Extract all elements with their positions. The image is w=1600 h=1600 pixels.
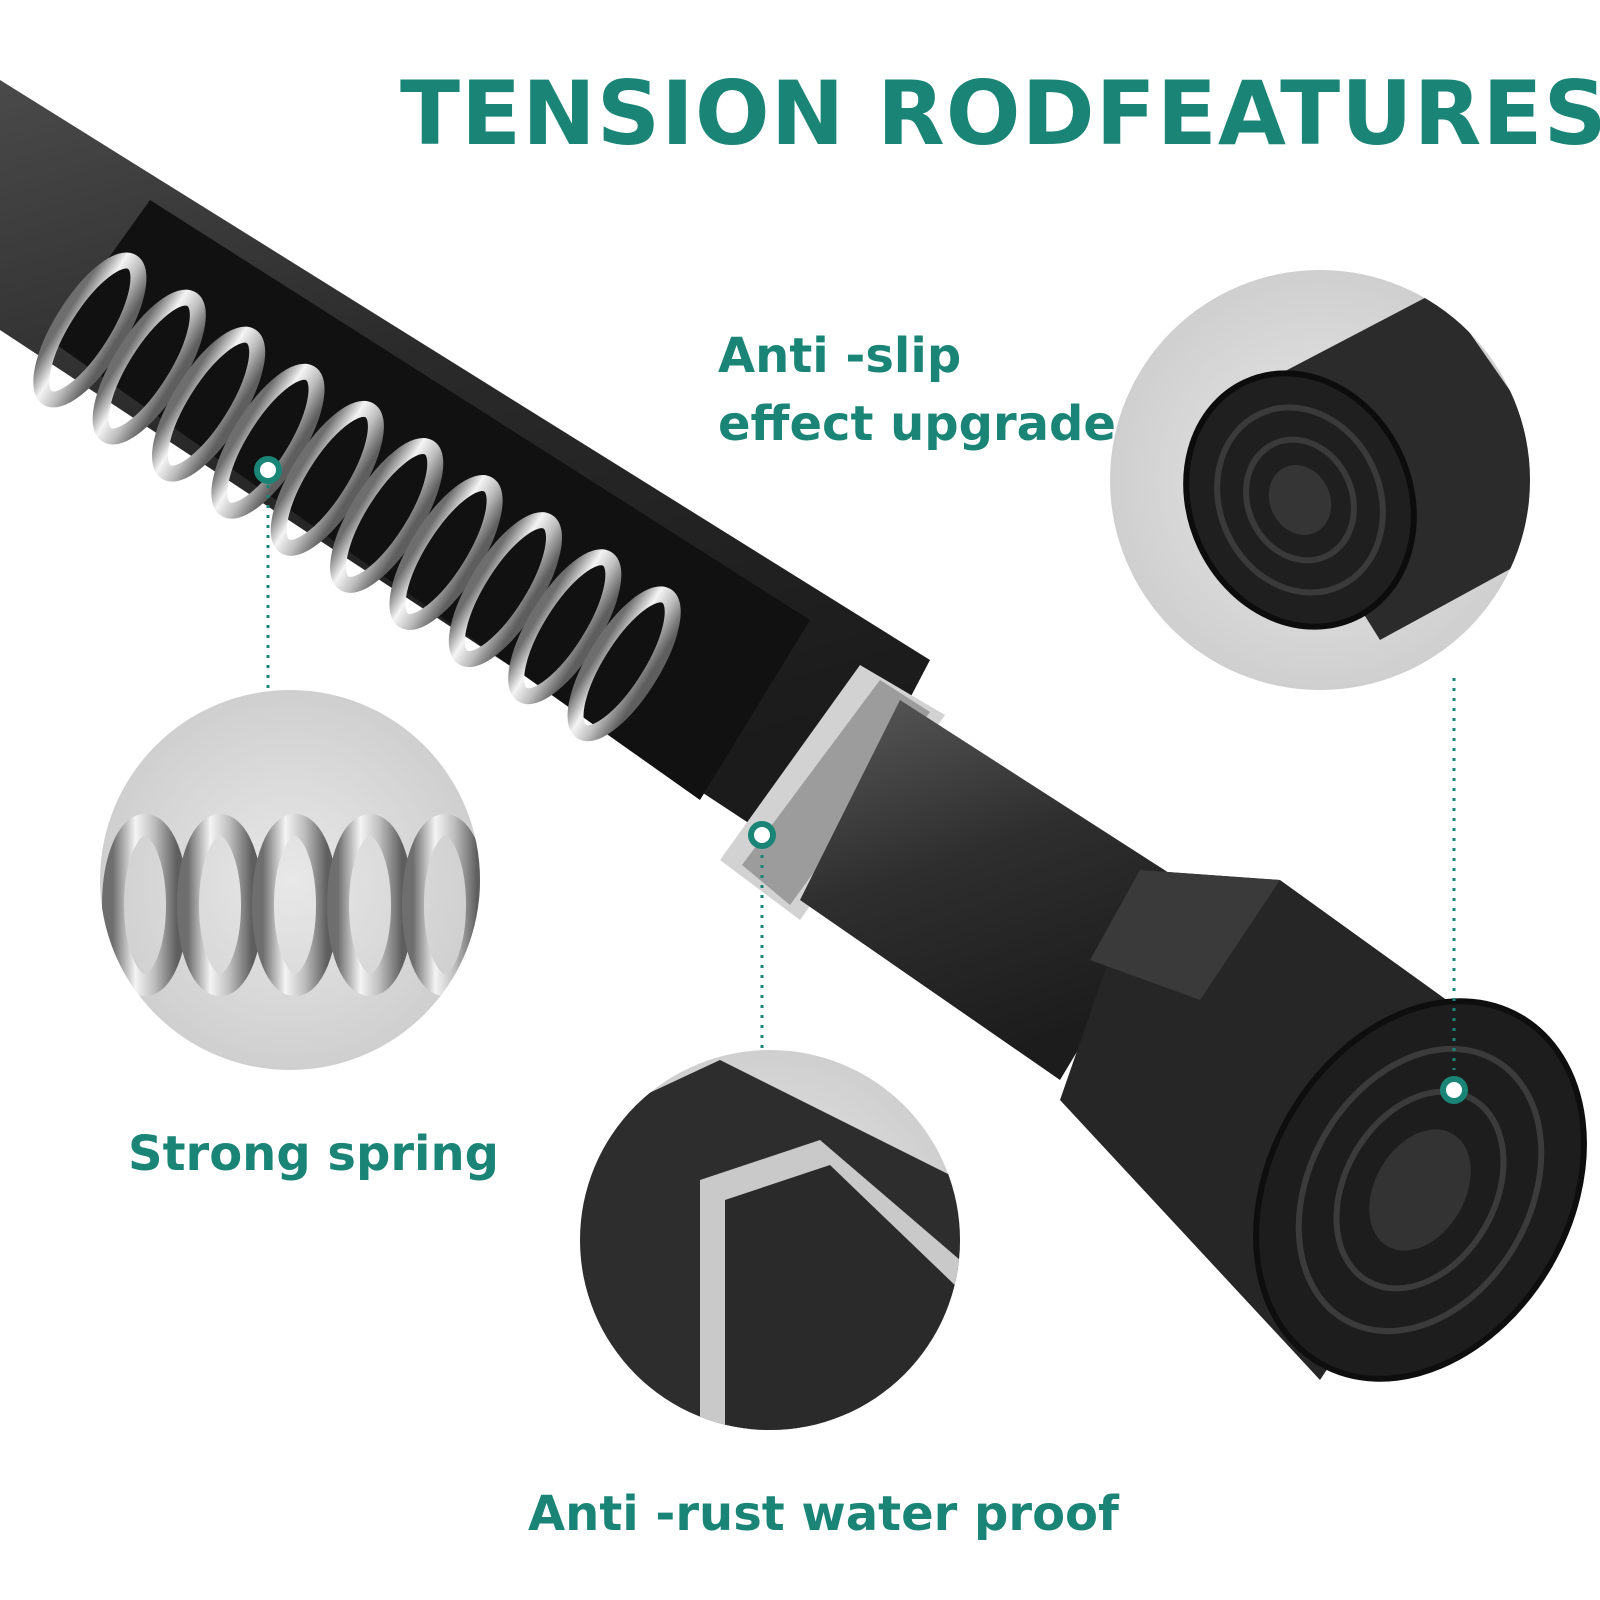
callout-dot-cap (1440, 1076, 1468, 1104)
page-title: TENSION RODFEATURES (400, 62, 1600, 165)
tension-rod (0, 80, 1587, 1382)
anti-rust-label: Anti -rust water proof (528, 1486, 1119, 1542)
spring-detail-circle (100, 690, 480, 1070)
anti-slip-label-line2: effect upgrade (718, 396, 1116, 452)
ring-detail-circle (580, 1050, 960, 1430)
callout-dots (254, 456, 1468, 1104)
callout-dot-ring (748, 821, 776, 849)
inner-tube (800, 700, 1180, 1080)
inner-spring (33, 252, 681, 742)
anti-slip-label-line1: Anti -slip (718, 328, 962, 384)
strong-spring-label: Strong spring (128, 1126, 499, 1182)
callout-dot-spring (254, 456, 282, 484)
cap-detail-circle (1110, 270, 1530, 690)
